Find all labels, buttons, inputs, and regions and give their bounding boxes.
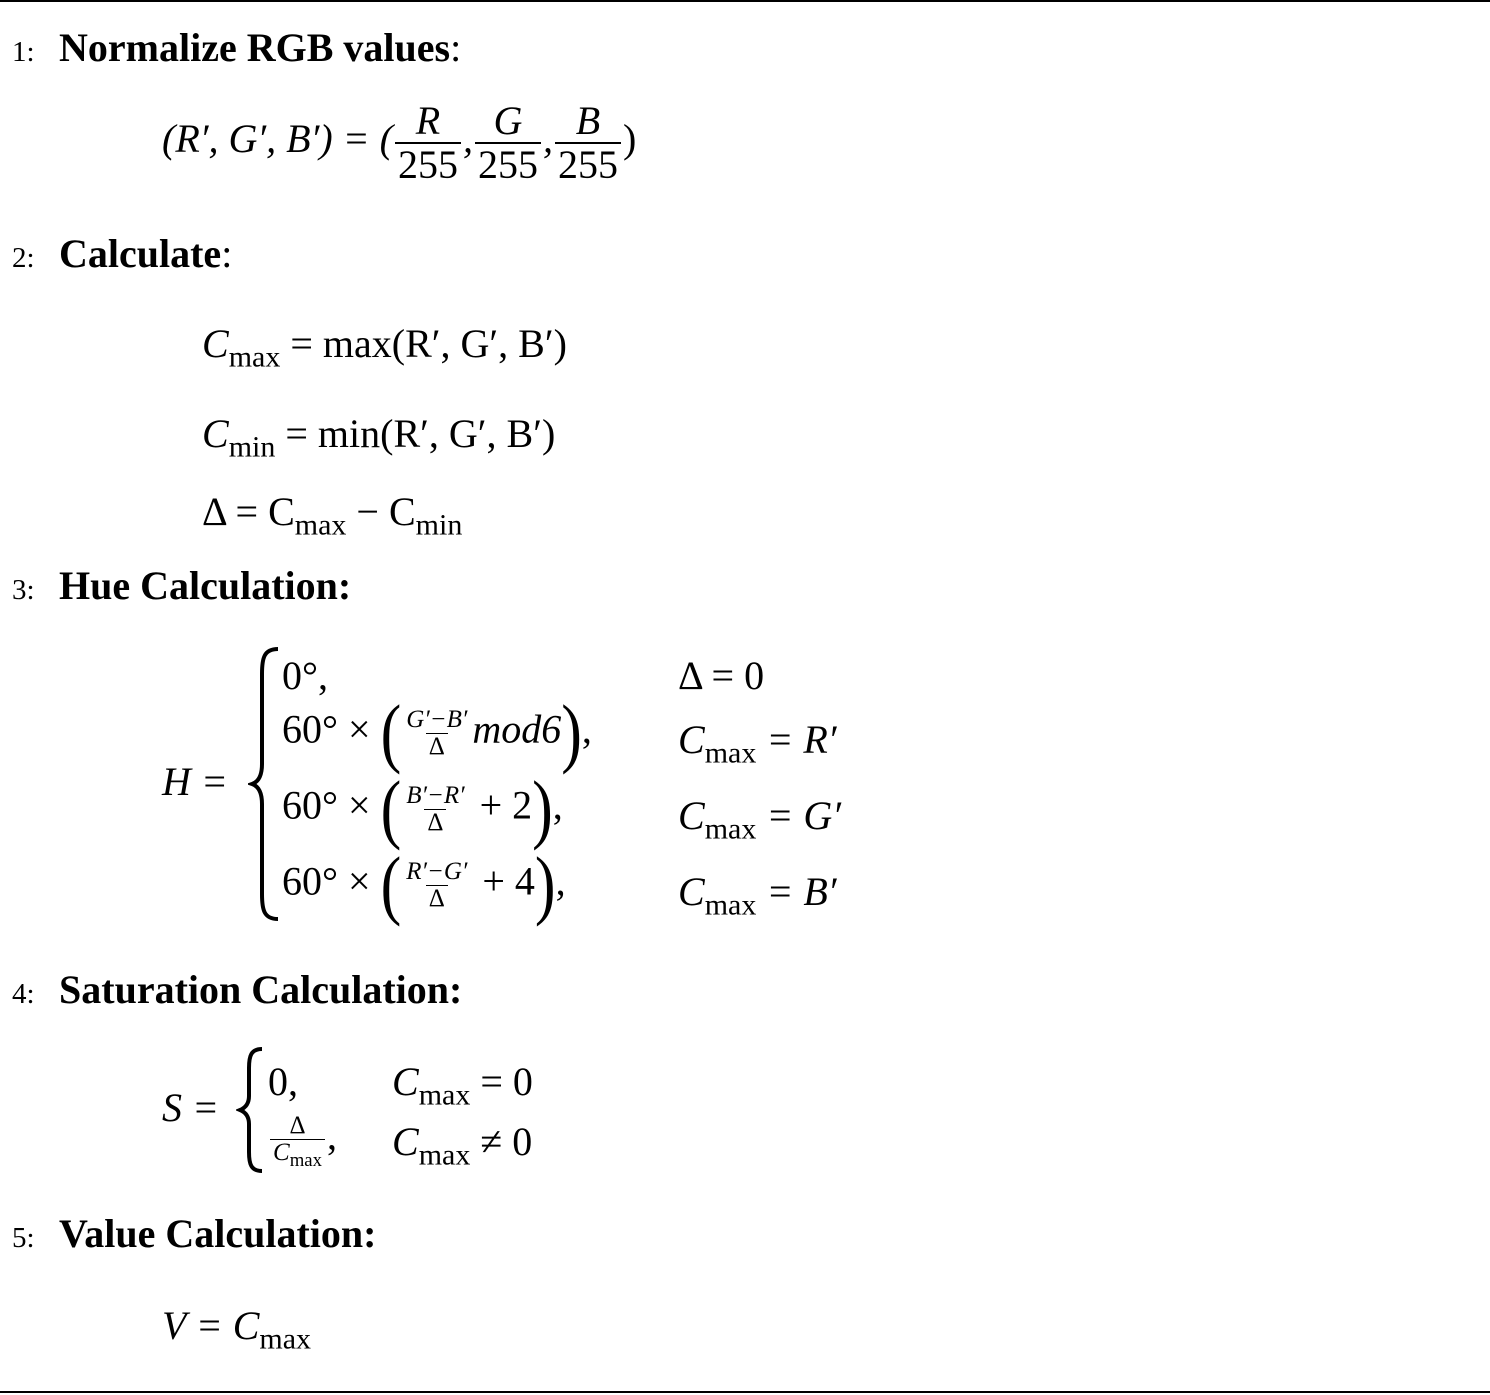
cmin-equation: Cmin = min(R′, G′, B′) [202, 411, 556, 464]
top-rule [0, 0, 1490, 2]
cmax-equation: Cmax = max(R′, G′, B′) [202, 321, 567, 374]
step-title: Value Calculation: [59, 1211, 377, 1256]
hue-case-1-condition: Δ = 0 [678, 653, 765, 698]
step-title: Saturation Calculation: [59, 967, 463, 1012]
bottom-rule [0, 1391, 1490, 1393]
step-3-heading: 3: Hue Calculation: [12, 562, 351, 609]
hue-case-2-condition: Cmax = R′ [678, 717, 837, 770]
value-equation: V = Cmax [162, 1303, 312, 1356]
step-number: 2: [12, 242, 35, 274]
hue-case-1: 0°, [282, 653, 328, 698]
hue-case-4-condition: Cmax = B′ [678, 869, 837, 922]
saturation-brace [236, 1047, 263, 1173]
delta-equation: Δ = Cmax − Cmin [202, 489, 463, 542]
hue-lhs: H = [162, 759, 228, 804]
step-number: 4: [12, 978, 35, 1010]
step-title: Hue Calculation: [59, 563, 352, 608]
step-2-heading: 2: Calculate: [12, 231, 233, 276]
step-title: Normalize RGB values [59, 25, 451, 70]
hue-case-3-condition: Cmax = G′ [678, 793, 841, 846]
step-1-heading: 1: Normalize RGB values: [12, 25, 462, 70]
step-4-heading: 4: Saturation Calculation: [12, 966, 462, 1013]
saturation-case-1-condition: Cmax = 0 [392, 1059, 533, 1112]
hue-case-3: 60° × (B′−R′Δ + 2), [282, 766, 563, 852]
saturation-case-1: 0, [268, 1059, 298, 1104]
hue-case-4: 60° × (R′−G′Δ + 4), [282, 842, 566, 928]
step-number: 1: [12, 36, 35, 68]
saturation-lhs: S = [162, 1085, 219, 1130]
step-number: 3: [12, 574, 35, 606]
step-5-heading: 5: Value Calculation: [12, 1210, 376, 1257]
saturation-case-2-condition: Cmax ≠ 0 [392, 1119, 533, 1172]
hue-brace [248, 647, 279, 921]
step-number: 5: [12, 1222, 35, 1254]
step-title: Calculate [59, 231, 222, 276]
